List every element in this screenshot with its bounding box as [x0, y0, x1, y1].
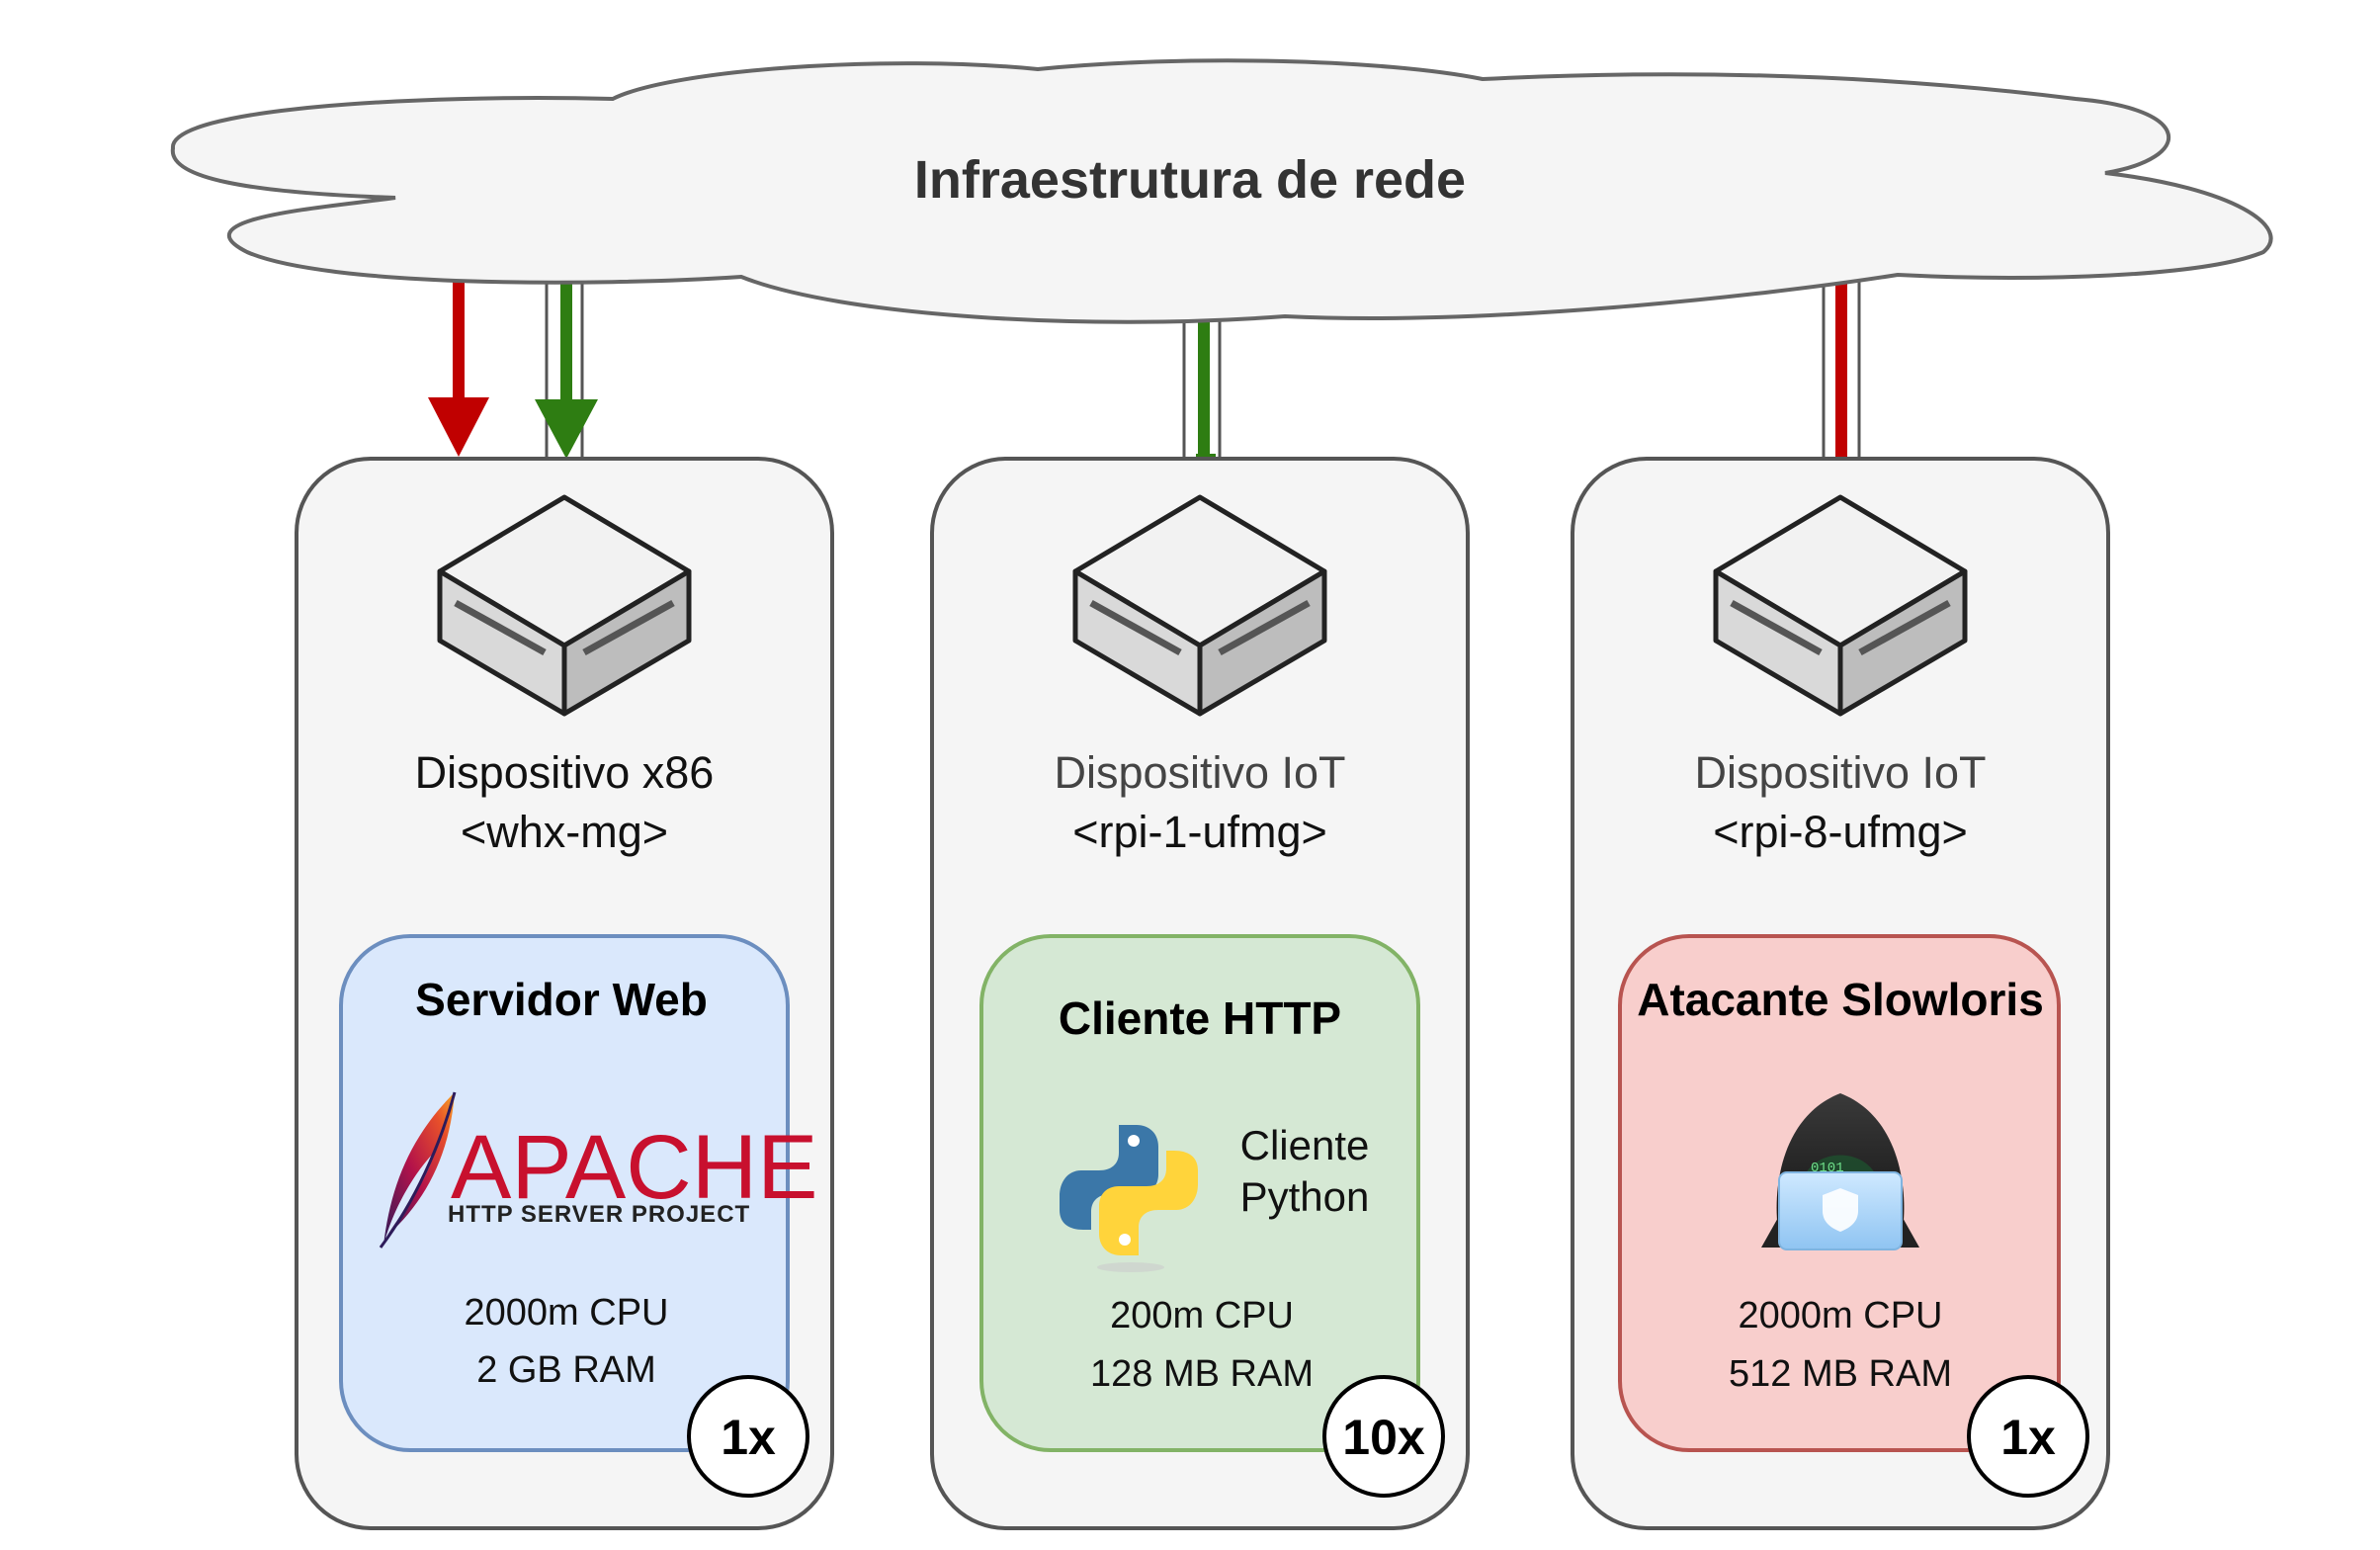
service-title: Servidor Web [415, 974, 708, 1025]
apache-logo-text: APACHE [451, 1117, 818, 1218]
attacker-link [1822, 277, 1861, 459]
client-link [1182, 316, 1222, 464]
server-hardware-icon [1713, 494, 1968, 717]
python-logo-icon [1060, 1125, 1198, 1272]
device-iot-client: Dispositivo IoT <rpi-1-ufmg> Cliente HTT… [930, 457, 1470, 1530]
apache-logo: APACHE HTTP SERVER PROJECT [379, 1091, 818, 1249]
service-title: Cliente HTTP [1059, 992, 1341, 1044]
network-cloud: Infraestrutura de rede [170, 58, 2273, 324]
device-x86: Dispositivo x86 <whx-mg> Servidor Web AP… [295, 457, 834, 1530]
device-name: Dispositivo IoT [1694, 747, 1986, 798]
shield-icon [1823, 1188, 1858, 1232]
server-hardware-icon [1072, 494, 1327, 717]
device-host: <rpi-8-ufmg> [1713, 807, 1968, 857]
python-client-text: Cliente [1240, 1122, 1370, 1168]
device-name: Dispositivo x86 [415, 747, 715, 798]
ram-label: 512 MB RAM [1729, 1353, 1952, 1395]
apache-logo-subtext: HTTP SERVER PROJECT [448, 1201, 750, 1228]
server-hardware-icon [437, 494, 692, 717]
ram-label: 128 MB RAM [1090, 1353, 1314, 1395]
cpu-label: 2000m CPU [465, 1292, 669, 1334]
hacker-icon: 0101 1101 [1761, 1093, 1919, 1250]
ram-label: 2 GB RAM [476, 1349, 656, 1391]
legit-traffic-arrow [535, 267, 598, 459]
web-server-container [339, 934, 790, 1452]
device-host: <whx-mg> [461, 807, 668, 857]
replica-count: 10x [1342, 1410, 1425, 1465]
device-name: Dispositivo IoT [1054, 747, 1345, 798]
apache-feather-icon [379, 1091, 457, 1249]
connections [428, 257, 1861, 464]
device-host: <rpi-1-ufmg> [1072, 807, 1327, 857]
device-iot-attacker: Dispositivo IoT <rpi-8-ufmg> Atacante Sl… [1571, 457, 2110, 1530]
replica-count: 1x [2000, 1410, 2056, 1465]
cloud-label: Infraestrutura de rede [914, 150, 1466, 210]
service-title: Atacante Slowloris [1637, 974, 2044, 1025]
python-client-text-line2: Python [1240, 1173, 1370, 1220]
attack-traffic-arrow [428, 257, 489, 457]
replica-badge: 1x [687, 1375, 809, 1498]
http-client-container [979, 934, 1420, 1452]
cpu-label: 200m CPU [1110, 1295, 1294, 1336]
replica-count: 1x [721, 1410, 776, 1465]
cpu-label: 2000m CPU [1739, 1295, 1943, 1336]
replica-badge: 10x [1322, 1375, 1445, 1498]
replica-badge: 1x [1967, 1375, 2089, 1498]
